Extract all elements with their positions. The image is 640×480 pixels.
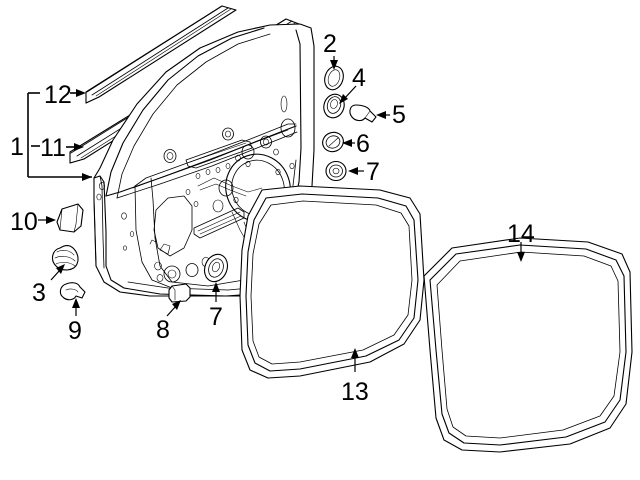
callout-9: 9 — [68, 317, 82, 345]
callout-12: 12 — [44, 81, 72, 109]
leader-4 — [339, 85, 357, 104]
leader-6 — [342, 139, 355, 147]
callout-8: 8 — [156, 316, 170, 344]
part-5-retainer-pin — [349, 104, 377, 123]
part-2-oval-plug — [324, 65, 344, 91]
leader-7-lower — [212, 282, 220, 302]
leader-10 — [38, 216, 56, 224]
callout-13: 13 — [341, 378, 369, 406]
callout-14: 14 — [507, 220, 535, 248]
leader-7-upper — [348, 167, 364, 175]
part-4-sealing-grommet — [323, 93, 345, 119]
leader-5 — [376, 111, 390, 119]
callout-7: 7 — [366, 158, 380, 186]
part-7-stepped-plug-lower — [203, 253, 229, 283]
part-12-outer-belt-molding — [85, 5, 237, 104]
callout-1: 1 — [10, 133, 24, 161]
callout-10: 10 — [10, 208, 38, 236]
part-13-door-weatherstrip-seal — [239, 185, 425, 379]
part-6-slotted-cap-plug — [322, 131, 344, 153]
leader-2 — [330, 56, 338, 70]
leader-14 — [517, 242, 525, 262]
callout-5: 5 — [392, 101, 406, 129]
leader-bracket-1 — [27, 89, 92, 181]
leader-3 — [50, 264, 65, 281]
leader-8 — [166, 300, 181, 317]
callout-11: 11 — [40, 134, 66, 162]
part-7-stepped-plug-upper — [325, 160, 347, 182]
part-14-body-weatherstrip-seal — [423, 237, 633, 453]
leader-9 — [72, 298, 80, 316]
part-3-ribbed-grommet — [51, 245, 79, 271]
part-9-flange-plug — [59, 282, 86, 301]
callout-2: 2 — [323, 30, 337, 58]
part-10-wedge-bumper — [56, 203, 84, 233]
leader-13 — [351, 348, 359, 372]
callout-7b: 7 — [209, 303, 223, 331]
part-8-block-plug — [168, 283, 191, 303]
callout-3: 3 — [32, 279, 46, 307]
callout-4: 4 — [352, 64, 366, 92]
callout-6: 6 — [356, 130, 370, 158]
